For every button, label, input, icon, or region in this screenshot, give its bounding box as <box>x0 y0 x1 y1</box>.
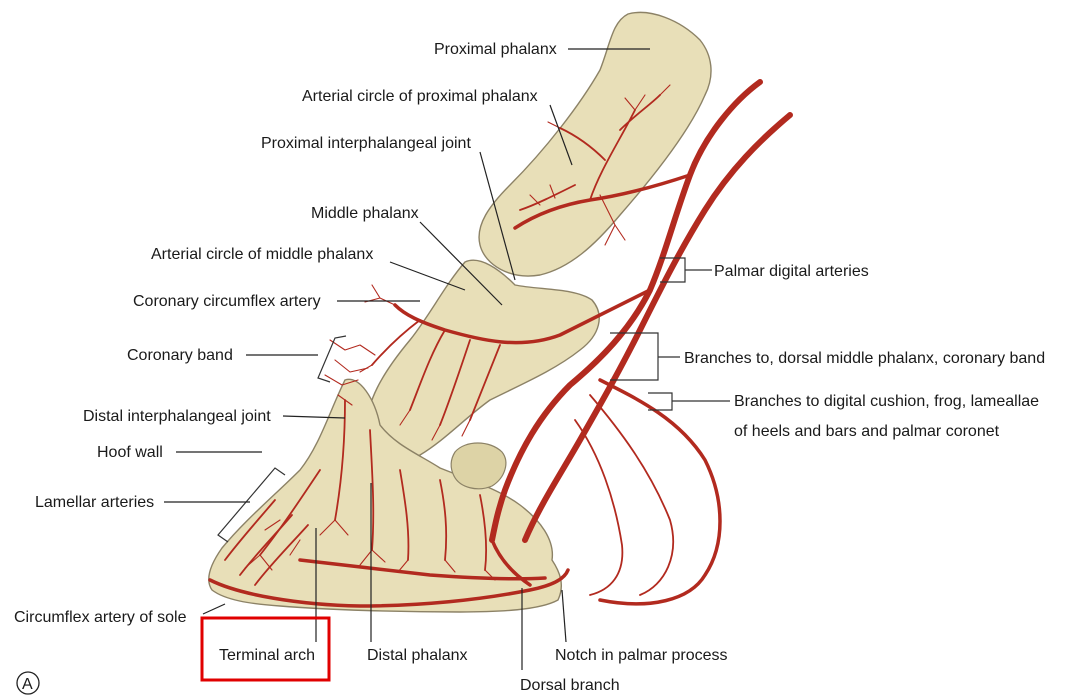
label-branches-dorsal-middle: Branches to, dorsal middle phalanx, coro… <box>684 350 1045 367</box>
leader-notch-palmar <box>562 590 566 642</box>
label-arterial-circle-proximal: Arterial circle of proximal phalanx <box>302 88 538 105</box>
label-branches-digital-cushion-line1: Branches to digital cushion, frog, lamea… <box>734 393 1039 410</box>
label-coronary-band: Coronary band <box>127 347 233 364</box>
label-palmar-digital-arteries: Palmar digital arteries <box>714 263 869 280</box>
leader-circumflex-sole <box>203 604 225 614</box>
label-notch-in-palmar-process: Notch in palmar process <box>555 647 728 664</box>
label-terminal-arch: Terminal arch <box>219 647 315 664</box>
label-proximal-interphalangeal-joint: Proximal interphalangeal joint <box>261 135 471 152</box>
label-middle-phalanx: Middle phalanx <box>311 205 419 222</box>
digital-cushion-loop-2 <box>590 395 673 595</box>
label-dorsal-branch: Dorsal branch <box>520 677 620 694</box>
label-distal-phalanx: Distal phalanx <box>367 647 468 664</box>
label-coronary-circumflex-artery: Coronary circumflex artery <box>133 293 321 310</box>
navicular-bone <box>451 443 506 489</box>
panel-letter: A <box>22 676 33 693</box>
panel-marker: A <box>17 672 39 694</box>
label-arterial-circle-middle: Arterial circle of middle phalanx <box>151 246 373 263</box>
branches-cushion-bracket <box>648 393 730 410</box>
label-lamellar-arteries: Lamellar arteries <box>35 494 154 511</box>
coronary-band-bracket <box>318 336 346 382</box>
digital-cushion-loop-3 <box>575 420 622 595</box>
label-hoof-wall: Hoof wall <box>97 444 163 461</box>
middle-phalanx-bone <box>367 260 599 459</box>
digital-cushion-branches <box>600 380 720 604</box>
label-branches-digital-cushion-line2: of heels and bars and palmar coronet <box>734 423 1000 440</box>
label-circumflex-artery-of-sole: Circumflex artery of sole <box>14 609 187 626</box>
label-proximal-phalanx: Proximal phalanx <box>434 41 557 58</box>
label-distal-interphalangeal-joint: Distal interphalangeal joint <box>83 408 271 425</box>
